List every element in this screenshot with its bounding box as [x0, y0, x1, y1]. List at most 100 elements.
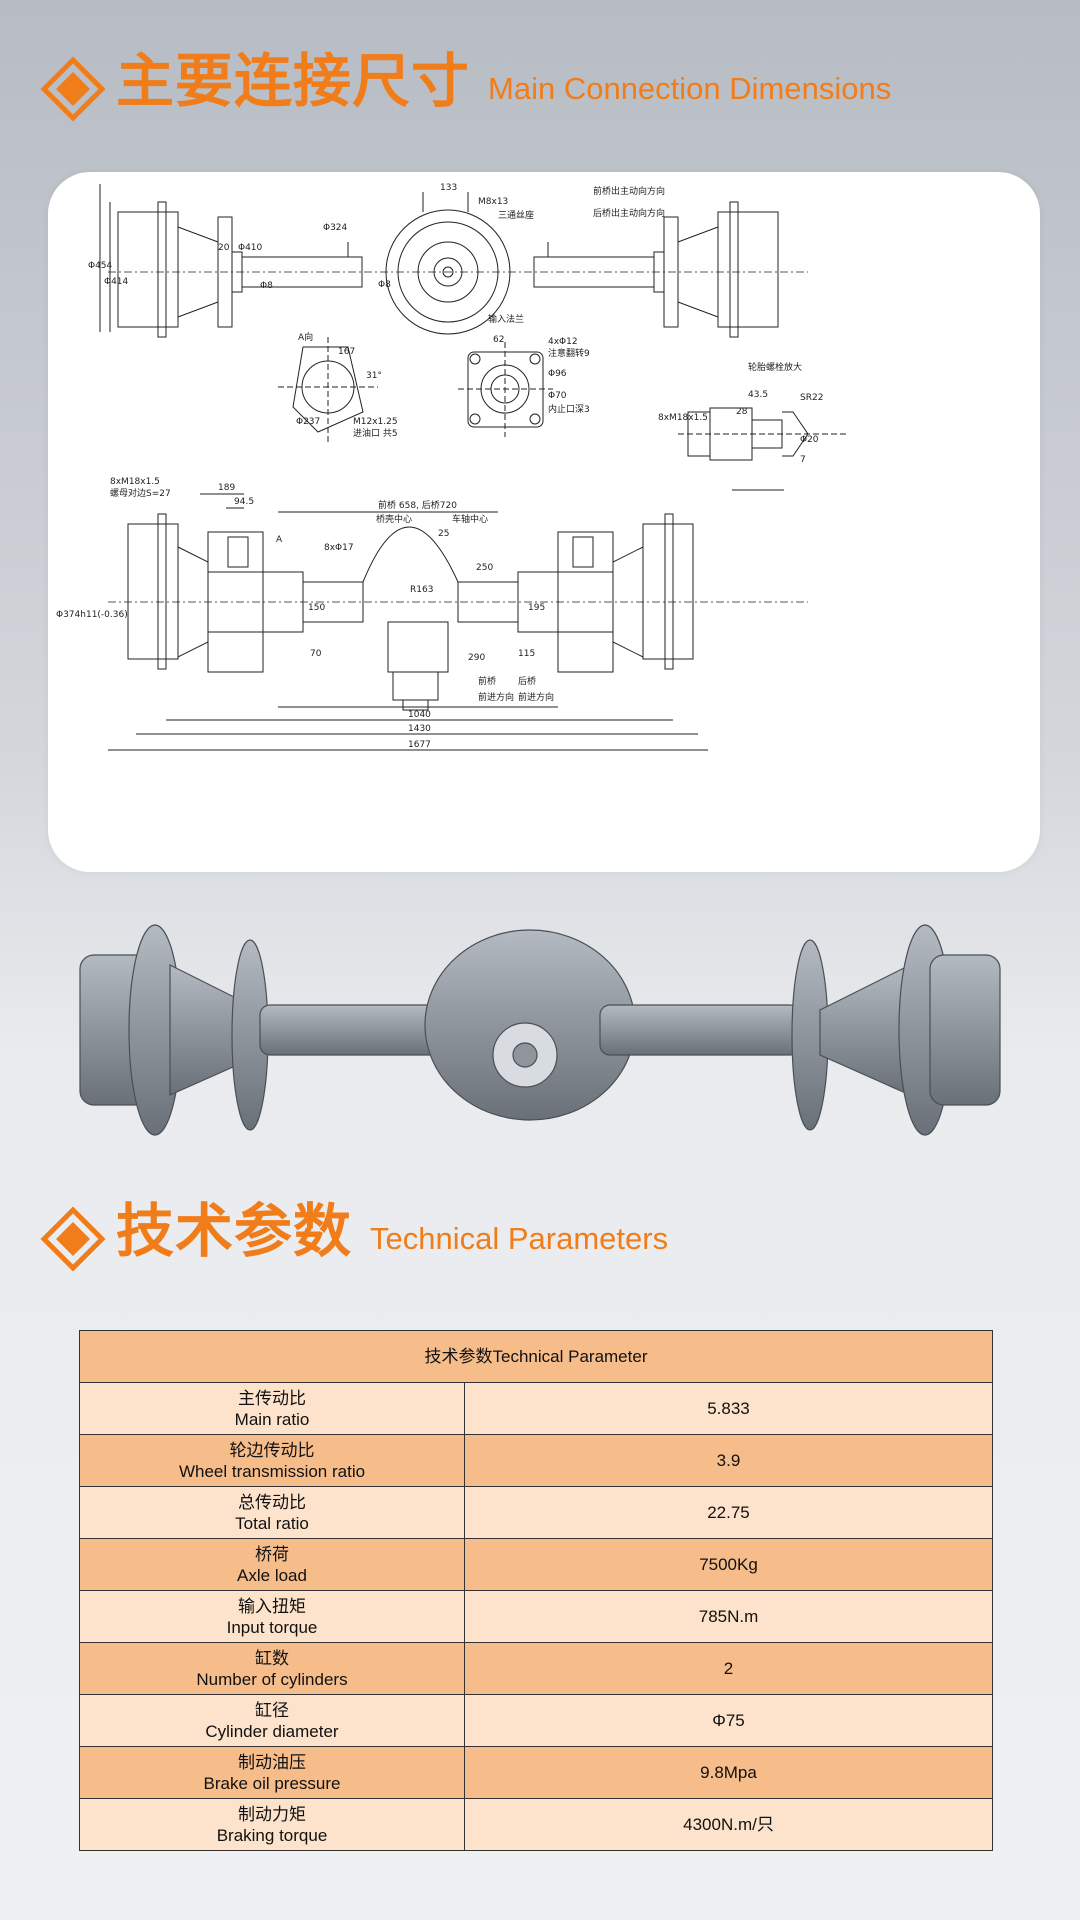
dim-label: 94.5 — [234, 497, 254, 507]
param-label-cn: 桥荷 — [255, 1544, 289, 1564]
param-label-cn: 缸径 — [255, 1700, 289, 1720]
wheel-bolt-title: 轮胎螺栓放大 — [748, 361, 802, 373]
param-value: 4300N.m/只 — [464, 1798, 993, 1851]
dim-label: 1677 — [408, 740, 431, 750]
dim-label: 后桥 — [518, 675, 536, 687]
dim-label: 43.5 — [748, 390, 768, 400]
param-label-cn: 制动力矩 — [238, 1804, 306, 1824]
dim-label: 8xM18x1.5 — [110, 477, 160, 487]
dim-label: M12x1.25 — [353, 417, 398, 427]
section-title-en: Technical Parameters — [370, 1221, 669, 1256]
note-front: 前桥出主动向方向 — [593, 185, 665, 197]
dim-label: Φ96 — [548, 369, 567, 379]
dim-label: 前进方向 — [478, 691, 514, 703]
dim-label: 4xΦ12 — [548, 337, 578, 347]
dim-label: 进油口 共5 — [353, 427, 398, 439]
dim-label: 62 — [493, 335, 504, 345]
param-label-cn: 缸数 — [255, 1648, 289, 1668]
table-header: 技术参数Technical Parameter — [79, 1330, 993, 1383]
diamond-bullet-icon — [40, 1206, 106, 1272]
dim-label: Φ410 — [238, 243, 263, 253]
param-label-cn: 轮边传动比 — [229, 1440, 315, 1460]
param-value: 3.9 — [464, 1434, 993, 1487]
dim-label: Φ414 — [104, 277, 129, 287]
drawing-card: Φ324 133 M8x13 Φ454 Φ414 Φ410 Φ8 20 Φ8 前… — [48, 172, 1040, 872]
dim-label: 189 — [218, 483, 235, 493]
dim-label: Φ324 — [323, 223, 348, 233]
diamond-bullet-icon — [40, 56, 106, 122]
dim-label: 167 — [338, 347, 355, 357]
section-title-cn: 主要连接尺寸 — [116, 49, 471, 114]
dim-label: 25 — [438, 529, 449, 539]
dim-label: Φ374h11(-0.36) — [56, 610, 128, 620]
input-flange-title: 输入法兰 — [488, 313, 524, 325]
dim-label: 150 — [308, 603, 325, 613]
param-label-en: Cylinder diameter — [205, 1721, 339, 1741]
section-header-dimensions: 主要连接尺寸 Main Connection Dimensions — [40, 49, 892, 122]
dim-label: 195 — [528, 603, 545, 613]
dim-label: R163 — [410, 585, 433, 595]
section-title-en: Main Connection Dimensions — [488, 71, 892, 106]
dim-label: M8x13 — [478, 197, 508, 207]
param-label-en: Main ratio — [234, 1409, 310, 1429]
param-label-cn: 制动油压 — [238, 1752, 306, 1772]
dim-label: 前进方向 — [518, 691, 554, 703]
param-value: 785N.m — [464, 1590, 993, 1643]
dim-label: 290 — [468, 653, 485, 663]
param-label-en: Braking torque — [216, 1825, 328, 1845]
param-value: 2 — [464, 1642, 993, 1695]
view-a-label: A向 — [298, 331, 313, 343]
dim-label: 115 — [518, 649, 535, 659]
dim-label: 20 — [218, 243, 230, 253]
dim-label: 螺母对边S=27 — [110, 487, 171, 499]
dim-label: SR22 — [800, 393, 823, 403]
table-header-row: 技术参数Technical Parameter — [79, 1330, 993, 1383]
dim-label: 内止口深3 — [548, 403, 590, 415]
dim-label: 70 — [310, 649, 322, 659]
dim-label: 7 — [800, 455, 806, 465]
param-label-en: Number of cylinders — [196, 1669, 348, 1689]
param-value: 7500Kg — [464, 1538, 993, 1591]
dim-label: Φ20 — [800, 435, 819, 445]
dim-label: Φ454 — [88, 261, 113, 271]
dim-label: 车轴中心 — [452, 513, 488, 525]
dim-label: Φ237 — [296, 417, 320, 427]
param-value: 22.75 — [464, 1486, 993, 1539]
param-label-cn: 输入扭矩 — [238, 1596, 306, 1616]
dim-label: 桥壳中心 — [376, 513, 412, 525]
dim-label: 8xM18x1.5 — [658, 413, 708, 423]
dim-label: 250 — [476, 563, 493, 573]
dim-label: 前桥 658, 后桥720 — [378, 499, 457, 511]
param-label-cn: 总传动比 — [238, 1492, 306, 1512]
dim-label: A — [276, 535, 283, 545]
dim-label: Φ70 — [548, 391, 567, 401]
param-value: 5.833 — [464, 1382, 993, 1435]
section-header-parameters: 技术参数 Technical Parameters — [40, 1202, 669, 1272]
drawing-labels: Φ324 133 M8x13 Φ454 Φ414 Φ410 Φ8 20 Φ8 前… — [56, 183, 823, 750]
param-label-en: Total ratio — [235, 1513, 309, 1533]
dim-label: 28 — [736, 407, 748, 417]
dim-label: 8xΦ17 — [324, 543, 354, 553]
technical-drawing: Φ324 133 M8x13 Φ454 Φ414 Φ410 Φ8 20 Φ8 前… — [56, 183, 848, 751]
dim-label: Φ8 — [378, 280, 391, 290]
param-value: 9.8Mpa — [464, 1746, 993, 1799]
dim-label: 31° — [366, 371, 382, 381]
param-label-en: Wheel transmission ratio — [178, 1461, 366, 1481]
param-label-en: Input torque — [226, 1617, 318, 1637]
